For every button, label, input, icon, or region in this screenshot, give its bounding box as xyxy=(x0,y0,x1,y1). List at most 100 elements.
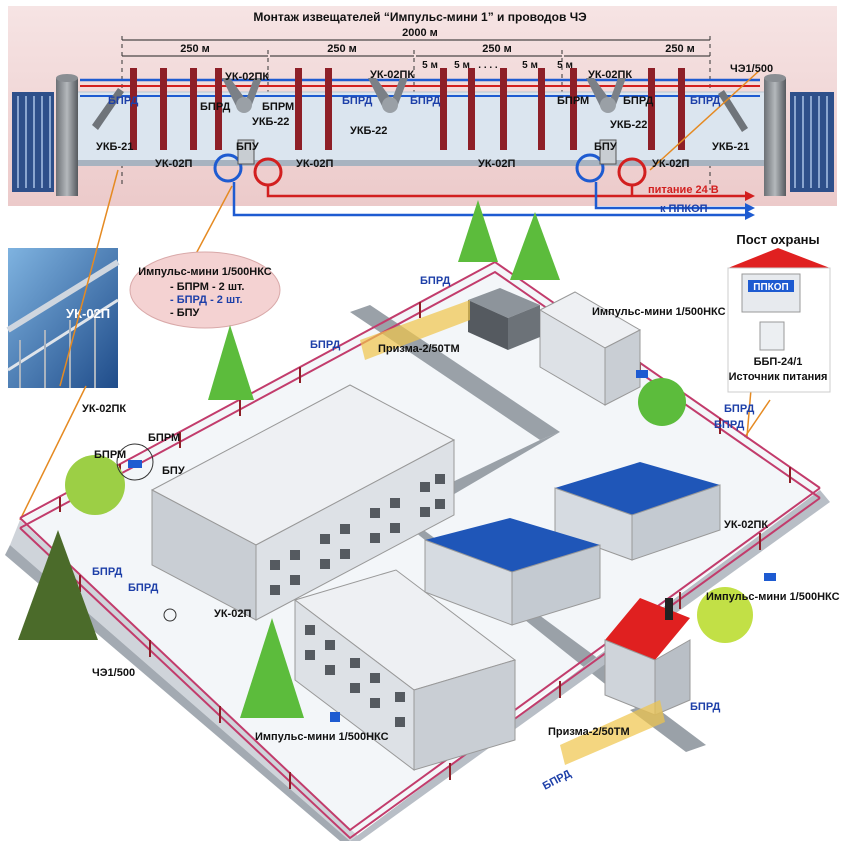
building-left xyxy=(150,384,456,621)
banner-ukb22-1: УКБ-22 xyxy=(252,116,289,128)
bprm-node-marker xyxy=(116,443,154,481)
banner-che1: ЧЭ1/500 xyxy=(730,63,773,75)
banner-bprd-label-2: БПРД xyxy=(623,95,653,107)
building-top-right xyxy=(538,291,642,406)
psu-name-label: Источник питания xyxy=(729,371,828,383)
scene-bpu: БПУ xyxy=(162,465,185,477)
scene-bprd-top: БПРД xyxy=(420,275,450,287)
building-bottom xyxy=(293,569,517,772)
fence-base xyxy=(70,160,775,166)
scene-imp-top: Импульс-мини 1/500НКС xyxy=(592,306,726,318)
prizma-beam-bottom xyxy=(560,700,665,765)
scene-bprd-right2: БПРД xyxy=(714,419,744,431)
guard-post-title: Пост охраны xyxy=(736,232,819,247)
trees xyxy=(18,200,753,718)
scene-bprd-nw: БПРД xyxy=(310,339,340,351)
scene-bprm-a: БПРМ xyxy=(148,432,180,444)
banner-bprd-label-1: БПРД xyxy=(200,101,230,113)
gate-pillar-right xyxy=(764,78,786,196)
span-label-1: 250 м xyxy=(180,43,210,55)
span-label-4: 250 м xyxy=(665,43,695,55)
span-label-2: 250 м xyxy=(327,43,357,55)
feed-lines xyxy=(232,69,761,220)
span5-label-4: 5 м xyxy=(557,60,573,71)
legend-bubble: Импульс-мини 1/500НКС - БПРМ - 2 шт. - Б… xyxy=(129,251,281,329)
photo-inset: УК-02П xyxy=(6,248,120,388)
scene-uk02pk-left: УК-02ПК xyxy=(82,403,126,415)
gate-left xyxy=(12,92,54,192)
banner-uk02pk-3: УК-02ПК xyxy=(588,69,632,81)
uk02pk-node-2 xyxy=(368,78,408,113)
legend-item-2: - БПРД - 2 шт. xyxy=(170,294,243,306)
scene-bprd-left1: БПРД xyxy=(92,566,122,578)
banner-ukb22-3: УКБ-22 xyxy=(610,119,647,131)
banner-bprd-3: БПРД xyxy=(410,95,440,107)
legend-ellipse xyxy=(129,251,281,329)
installation-banner: Монтаж извещателей “Импульс-мини 1” и пр… xyxy=(8,6,837,220)
span5-label-3: 5 м xyxy=(522,60,538,71)
banner-bprm-1: БПРМ xyxy=(262,101,294,113)
span5-label-1: 5 м xyxy=(422,60,438,71)
span-dimensions: 250 м 250 м 250 м 250 м 5 м 5 м 5 м 5 м … xyxy=(121,36,711,190)
span5-label-2: 5 м xyxy=(454,60,470,71)
banner-ukb21-left: УКБ-21 xyxy=(96,141,133,153)
photo-label: УК-02П xyxy=(66,306,110,321)
gate-right xyxy=(790,92,834,192)
banner-ukb22-2: УКБ-22 xyxy=(350,125,387,137)
scene-bprd-house: БПРД xyxy=(690,701,720,713)
scene-prizma-top: Призма-2/50ТМ xyxy=(378,343,460,355)
guard-post-roof xyxy=(728,248,830,268)
psu-model-label: ББП-24/1 xyxy=(754,356,803,368)
banner-title: Монтаж извещателей “Импульс-мини 1” и пр… xyxy=(253,10,587,24)
gate-pillar-left xyxy=(56,78,78,196)
banner-bpu-1: БПУ xyxy=(236,141,259,153)
psu-box xyxy=(759,321,785,351)
scene-bprd-right1: БПРД xyxy=(724,403,754,415)
scene-bprm-b: БПРМ xyxy=(94,449,126,461)
banner-uk02pk-2: УК-02ПК xyxy=(370,69,414,81)
ppkop-panel-label: ППКОП xyxy=(753,282,788,293)
banner-ukb21-right: УКБ-21 xyxy=(712,141,749,153)
banner-ppkop-label: к ППКОП xyxy=(660,203,708,215)
banner-uk02p-1: УК-02П xyxy=(155,158,192,170)
scene-imp-bottom: Импульс-мини 1/500НКС xyxy=(255,731,389,743)
site-ground xyxy=(20,262,820,838)
uk02pk-node-1 xyxy=(222,78,262,113)
banner-power-label: питание 24 В xyxy=(648,184,719,196)
legend-item-3: - БПУ xyxy=(170,307,200,319)
bpu-box-right xyxy=(599,139,617,165)
banner-bprm-2: БПРМ xyxy=(557,95,589,107)
scene-che1-left: ЧЭ1/500 xyxy=(92,667,135,679)
total-length-label: 2000 м xyxy=(402,27,438,39)
checkpoint-hut xyxy=(468,288,540,350)
red-roof-house xyxy=(604,598,691,716)
guard-post: Пост охраны ППКОП ББП-24/1 Источник пита… xyxy=(727,232,831,393)
fence-panel xyxy=(69,91,776,165)
warehouse-2 xyxy=(424,518,601,626)
scene-imp-right: Импульс-мини 1/500НКС xyxy=(706,591,840,603)
banner-uk02p-3: УК-02П xyxy=(478,158,515,170)
banner-bprd-1: БПРД xyxy=(108,95,138,107)
ukb21-left-bracket xyxy=(92,88,124,130)
span5-dots: . . . . xyxy=(478,60,498,71)
sensor-devices xyxy=(128,370,776,722)
span-label-3: 250 м xyxy=(482,43,512,55)
legend-title: Импульс-мини 1/500НКС xyxy=(138,266,272,278)
scene-bprd-bottom: БПРД xyxy=(541,768,574,793)
scene-uk02p-left: УК-02П xyxy=(214,608,251,620)
legend-item-1: - БПРМ - 2 шт. xyxy=(170,281,244,293)
bpu-box-left xyxy=(237,139,255,165)
warehouse-1 xyxy=(554,462,721,561)
scene-bprd-left2: БПРД xyxy=(128,582,158,594)
fence-posts xyxy=(130,68,685,150)
banner-uk02p-2: УК-02П xyxy=(296,158,333,170)
uk02pk-node-3 xyxy=(586,78,626,113)
banner-uk02pk-1: УК-02ПК xyxy=(225,71,269,83)
ppkop-panel xyxy=(741,273,801,313)
che1-marker xyxy=(163,608,177,622)
banner-bpu-2: БПУ xyxy=(594,141,617,153)
banner-bprd-4: БПРД xyxy=(690,95,720,107)
banner-bprd-2: БПРД xyxy=(342,95,372,107)
scene-prizma-bottom: Призма-2/50ТМ xyxy=(548,726,630,738)
